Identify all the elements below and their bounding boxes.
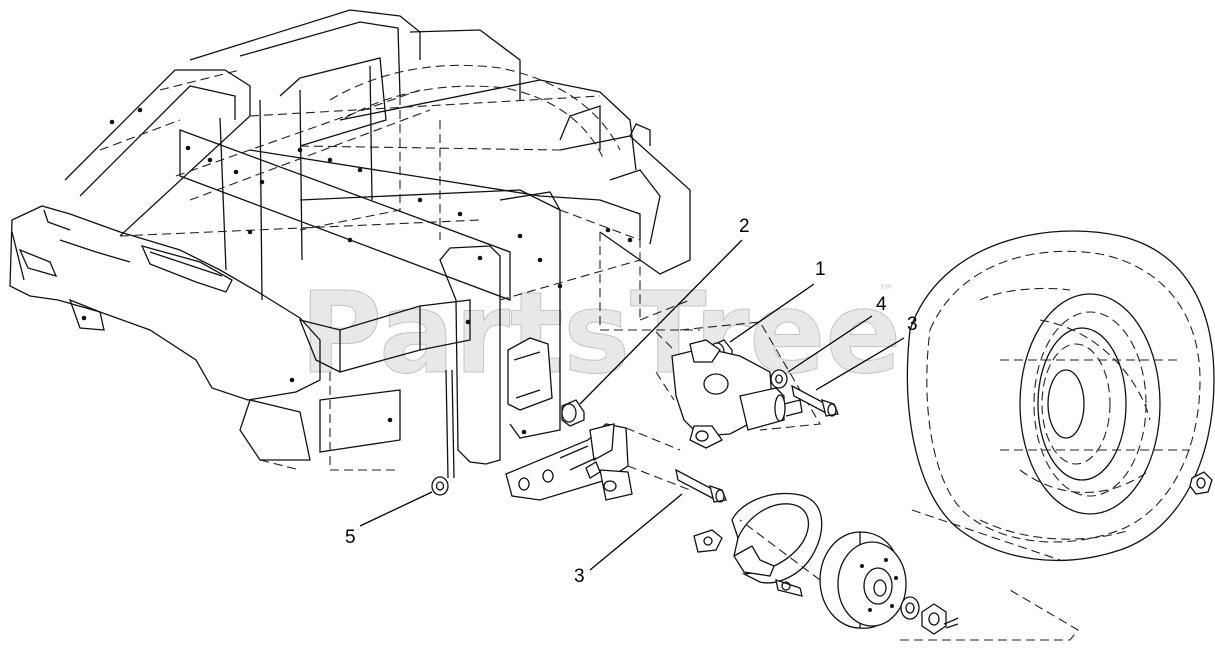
callout-3-lower: 3 — [574, 493, 683, 587]
watermark-text: PartsTree — [300, 269, 901, 399]
callout-number: 2 — [739, 216, 750, 237]
part-mount-bracket — [505, 423, 691, 501]
part-nut-small — [693, 529, 723, 553]
callout-number: 5 — [345, 527, 356, 548]
part-brake-band — [731, 492, 823, 597]
part-tire-wheel — [906, 230, 1215, 562]
watermark-trademark: ™ — [878, 281, 894, 300]
chassis-frame — [9, 9, 700, 479]
callout-number: 4 — [876, 294, 887, 315]
part-nut-5 — [431, 476, 449, 496]
callout-3-upper: 3 — [815, 314, 918, 391]
part-bolt-3-lower — [675, 468, 727, 503]
part-bushing-2 — [561, 399, 585, 427]
callout-number: 3 — [907, 314, 918, 335]
part-castle-nut-set — [900, 596, 959, 635]
callout-1: 1 — [729, 259, 826, 343]
callout-4: 4 — [787, 294, 887, 373]
watermark: PartsTree ™ — [300, 269, 902, 400]
callout-5: 5 — [345, 491, 433, 548]
part-brake-drum — [739, 519, 1079, 641]
part-washer-4 — [770, 369, 788, 389]
part-wheel-motor — [655, 321, 821, 449]
callout-2: 2 — [579, 216, 750, 405]
callout-number: 1 — [815, 259, 826, 280]
callout-number: 3 — [574, 566, 585, 587]
part-bolt-3-upper — [791, 384, 839, 417]
